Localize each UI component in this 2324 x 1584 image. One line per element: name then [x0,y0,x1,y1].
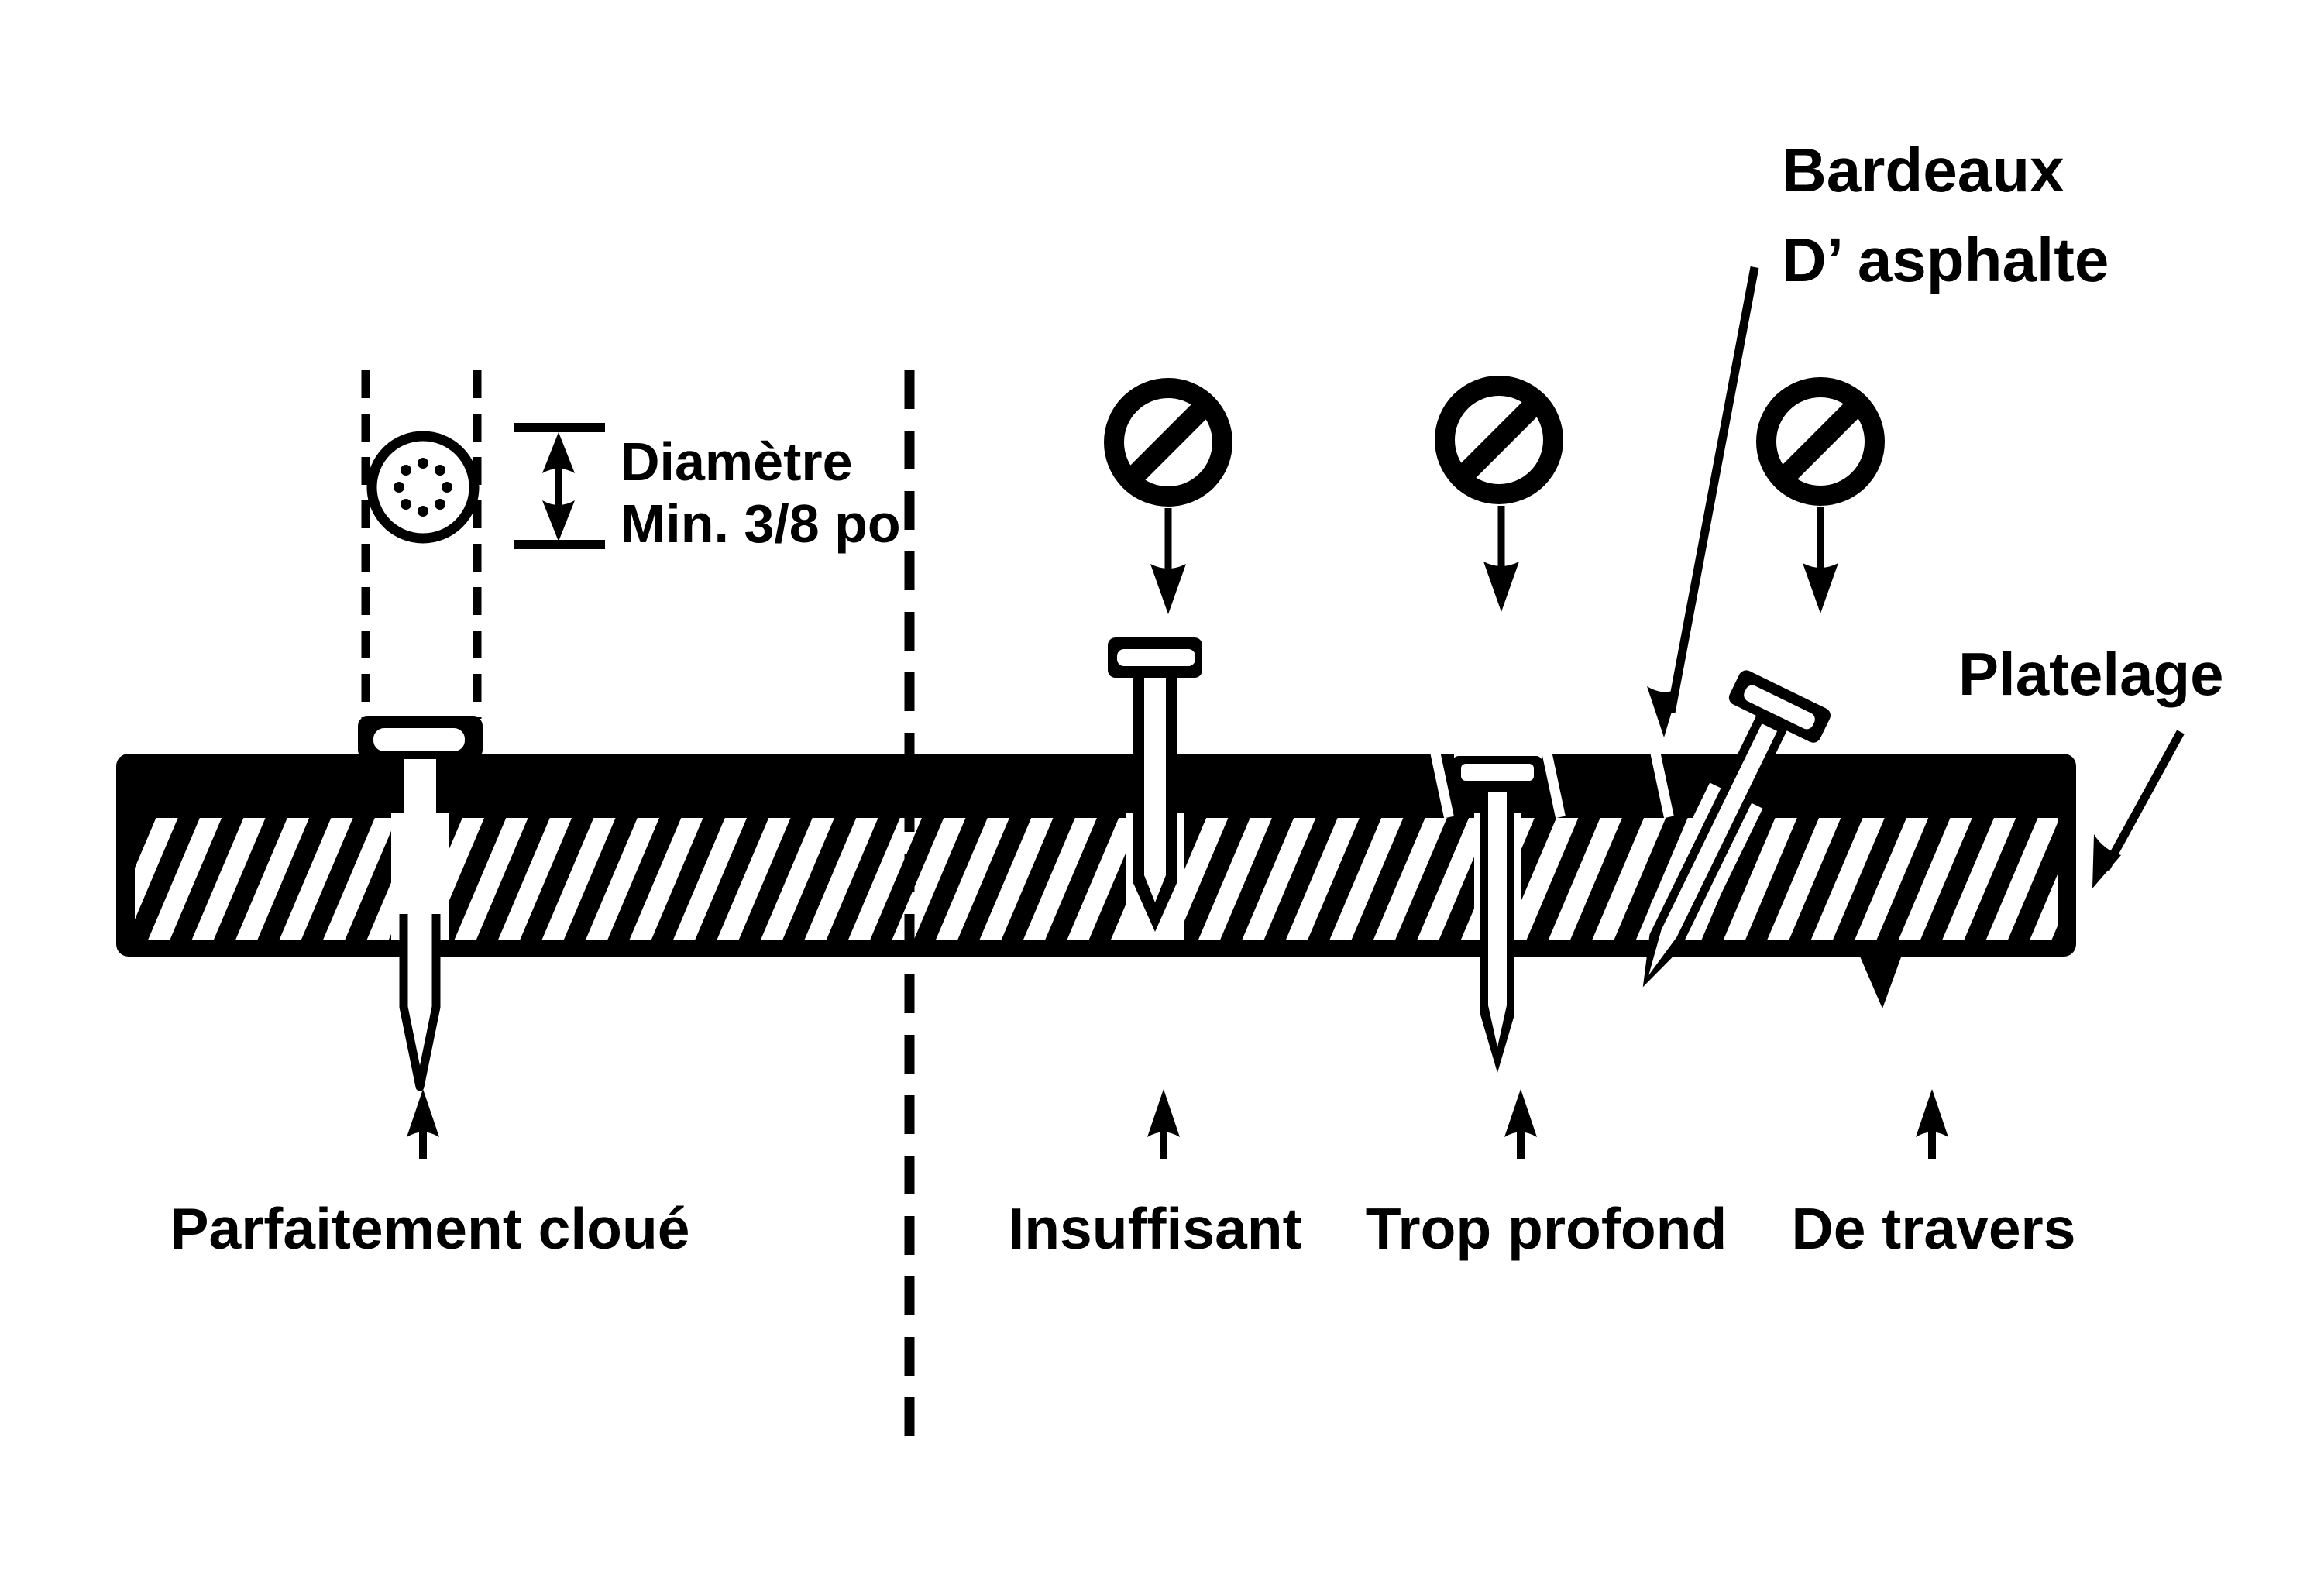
nail-head-top-view [366,431,480,544]
shingles-pointer-arrow [1647,266,1759,737]
up-arrow-icon [1916,1089,1948,1159]
measure-bar-top [514,423,605,432]
down-arrow-icon [1803,507,1838,613]
shingles-label-line1: Bardeaux [1782,136,2064,204]
shingles-callout: Bardeaux D’ asphalte [1647,136,2109,737]
diameter-label-line2: Min. 3/8 po [621,493,901,554]
double-headed-arrow-icon [542,432,575,541]
down-arrows [1150,506,1838,614]
no-entry-icon [1756,377,1885,506]
measure-bar-bottom [514,540,605,549]
diameter-annotation: Diamètre Min. 3/8 po [514,423,901,554]
shingle-seams [1428,744,1674,819]
diameter-label-line1: Diamètre [621,431,853,492]
deck-tear [1853,940,1907,1008]
captions: Parfaitement cloué Insuffisant Trop prof… [170,1196,2075,1261]
prohibition-symbols [1104,376,1885,507]
caption-crooked: De travers [1792,1196,2076,1261]
up-arrows [407,1089,1948,1159]
deck-pointer-arrow [2092,730,2185,888]
deck-callout: Platelage [1958,640,2224,888]
nail-head-dots [394,458,452,517]
deck-label: Platelage [1958,640,2224,708]
caption-too-deep: Trop profond [1366,1196,1728,1261]
caption-insufficient: Insuffisant [1008,1196,1301,1261]
no-entry-icon [1435,376,1563,504]
up-arrow-icon [407,1089,439,1159]
nail-insufficient [1108,637,1202,940]
guide-lines [361,370,482,719]
nail-crooked [1642,670,1831,988]
nail-perfect [358,370,483,1091]
caption-perfect: Parfaitement cloué [170,1196,689,1261]
shingles-label-line2: D’ asphalte [1782,225,2109,294]
nail-too-deep [1452,756,1542,1073]
down-arrow-icon [1483,506,1519,612]
no-entry-icon [1104,378,1232,507]
roof-cross-section [116,742,2076,957]
up-arrow-icon [1504,1089,1537,1159]
down-arrow-icon [1150,508,1186,614]
up-arrow-icon [1147,1089,1180,1159]
